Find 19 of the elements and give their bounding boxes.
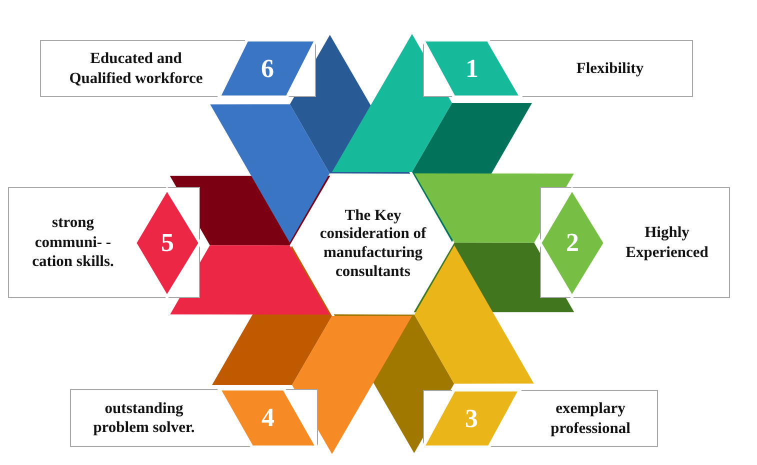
callout-text: outstanding problem solver. (92, 398, 196, 438)
callout-text: Flexibility (576, 58, 644, 78)
center-title: The Key consideration of manufacturing consultants (318, 206, 428, 282)
number-badge: 2 (540, 189, 605, 297)
callout-text: strong communi- -cation skills. (31, 213, 115, 272)
callout-text: Highly Experienced (624, 223, 710, 262)
callout-box (423, 40, 693, 97)
number-badge: 4 (219, 389, 317, 447)
callout-box (8, 187, 200, 298)
callout-box (70, 389, 318, 447)
callout-box (40, 40, 316, 97)
number-badge: 1 (423, 40, 521, 97)
callout-box (423, 390, 658, 447)
callout-text: Educated and Qualified workforce (68, 49, 204, 88)
number-badge: 3 (423, 390, 520, 447)
number-badge: 5 (135, 189, 200, 297)
callout-text: exemplary professional (550, 399, 632, 438)
number-badge: 6 (219, 40, 316, 97)
callout-box (540, 187, 730, 298)
